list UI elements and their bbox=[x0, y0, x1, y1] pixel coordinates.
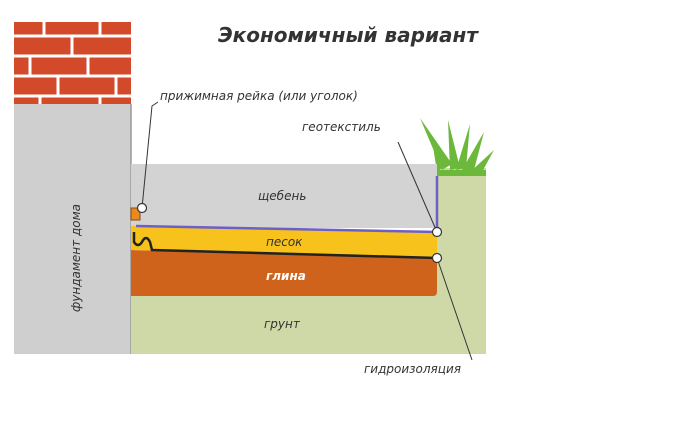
sand-label: песок bbox=[266, 235, 303, 249]
sand-layer bbox=[131, 226, 437, 258]
diagram-title: Экономичный вариант bbox=[218, 23, 479, 47]
clay-layer bbox=[131, 250, 437, 296]
clamp-label: прижимная рейка (или уголок) bbox=[160, 89, 358, 103]
waterproofing-line bbox=[132, 232, 438, 260]
clamp-marker-dot bbox=[136, 202, 148, 214]
brick-wall bbox=[14, 22, 131, 104]
waterproofing-marker-dot bbox=[431, 252, 443, 264]
soil-label: грунт bbox=[264, 317, 301, 331]
gravel-label: щебень bbox=[258, 189, 306, 203]
soil-layer bbox=[131, 168, 486, 354]
clamp-strip bbox=[130, 207, 141, 221]
waterproofing-label: гидроизоляция bbox=[364, 362, 461, 376]
house-foundation bbox=[14, 104, 131, 354]
clay-label: глина bbox=[266, 269, 306, 283]
grass-icon bbox=[420, 118, 494, 176]
gravel-layer bbox=[131, 164, 437, 228]
geotextile-label: геотекстиль bbox=[302, 120, 381, 134]
leader-lines bbox=[141, 101, 473, 361]
geotextile-marker-dot bbox=[431, 226, 443, 238]
foundation-label: фундамент дома bbox=[69, 204, 83, 312]
